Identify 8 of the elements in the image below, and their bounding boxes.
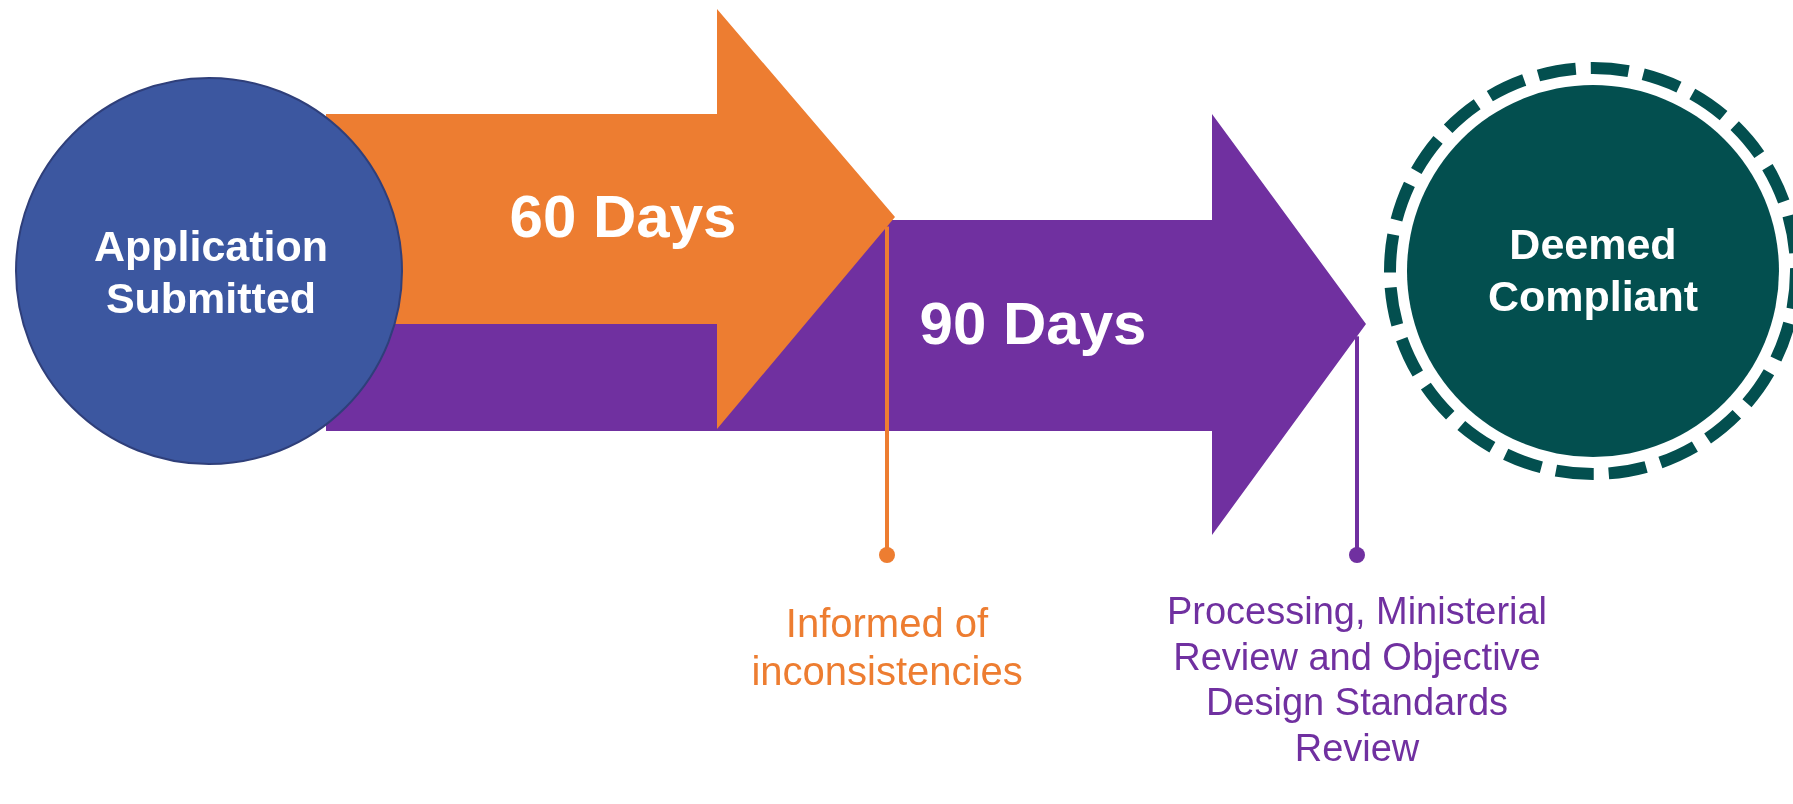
annotation-text: Informed of inconsistencies [750, 600, 1024, 695]
leader-line [1349, 336, 1365, 563]
node-label: 60 Days [508, 182, 738, 252]
annotation-text: Processing, Ministerial Review and Objective Design Standards Review [1165, 589, 1549, 771]
node-label: 90 Days [918, 289, 1148, 359]
node-label: Deemed Compliant [1486, 219, 1700, 322]
node-label: Application Submitted [92, 221, 330, 324]
leader-line [879, 226, 895, 563]
